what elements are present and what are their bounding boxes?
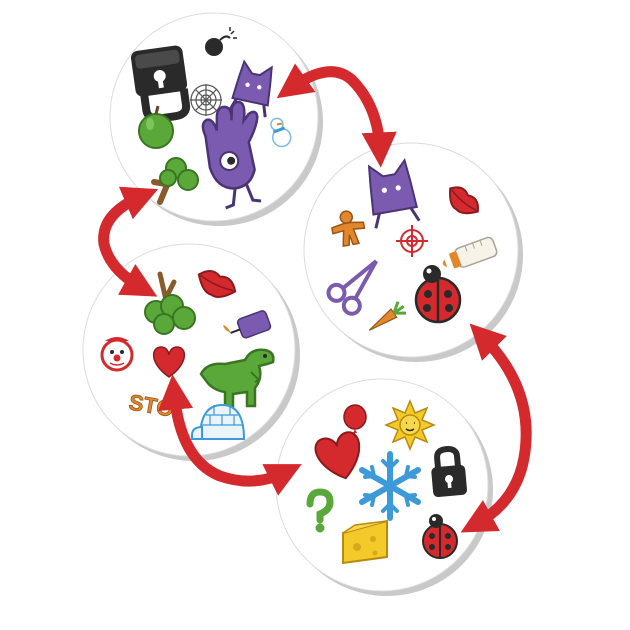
snowflake-icon xyxy=(359,451,421,521)
card-right-middle xyxy=(303,142,523,362)
padlock-icon xyxy=(431,446,468,498)
baby-bottle-icon xyxy=(442,236,498,269)
cheese-icon xyxy=(342,519,388,565)
candle-icon xyxy=(223,310,272,339)
ladybug-icon xyxy=(414,265,462,324)
arrow-cat-match xyxy=(276,63,397,168)
gingerbread-man-icon xyxy=(331,210,366,248)
carrot-icon xyxy=(368,301,407,331)
bomb-icon xyxy=(205,27,237,56)
apple-icon xyxy=(138,105,174,149)
lips-icon xyxy=(197,270,237,298)
arrow-tree-match xyxy=(98,186,159,297)
cat-icon xyxy=(367,158,421,229)
tree-icon xyxy=(144,271,196,335)
scissors-icon xyxy=(326,259,379,316)
sun-icon xyxy=(384,399,436,451)
heart-icon xyxy=(153,346,185,378)
arrow-heart-match xyxy=(158,374,302,496)
hand-icon xyxy=(201,100,262,210)
target-icon xyxy=(396,225,428,257)
heart-icon xyxy=(314,431,361,480)
match-arrows xyxy=(98,63,532,533)
clown-icon xyxy=(100,337,134,372)
tree-icon xyxy=(151,157,199,205)
card-top-left xyxy=(109,12,323,226)
card-left-middle: STO xyxy=(82,243,300,461)
spider-web-icon xyxy=(190,84,222,116)
ladybug-icon xyxy=(422,514,458,559)
padlock-icon xyxy=(130,45,191,123)
question-mark-icon xyxy=(306,488,334,533)
lips-icon xyxy=(449,186,479,215)
arrow-ladybug-match xyxy=(460,323,532,533)
card-bottom-right xyxy=(275,378,493,596)
